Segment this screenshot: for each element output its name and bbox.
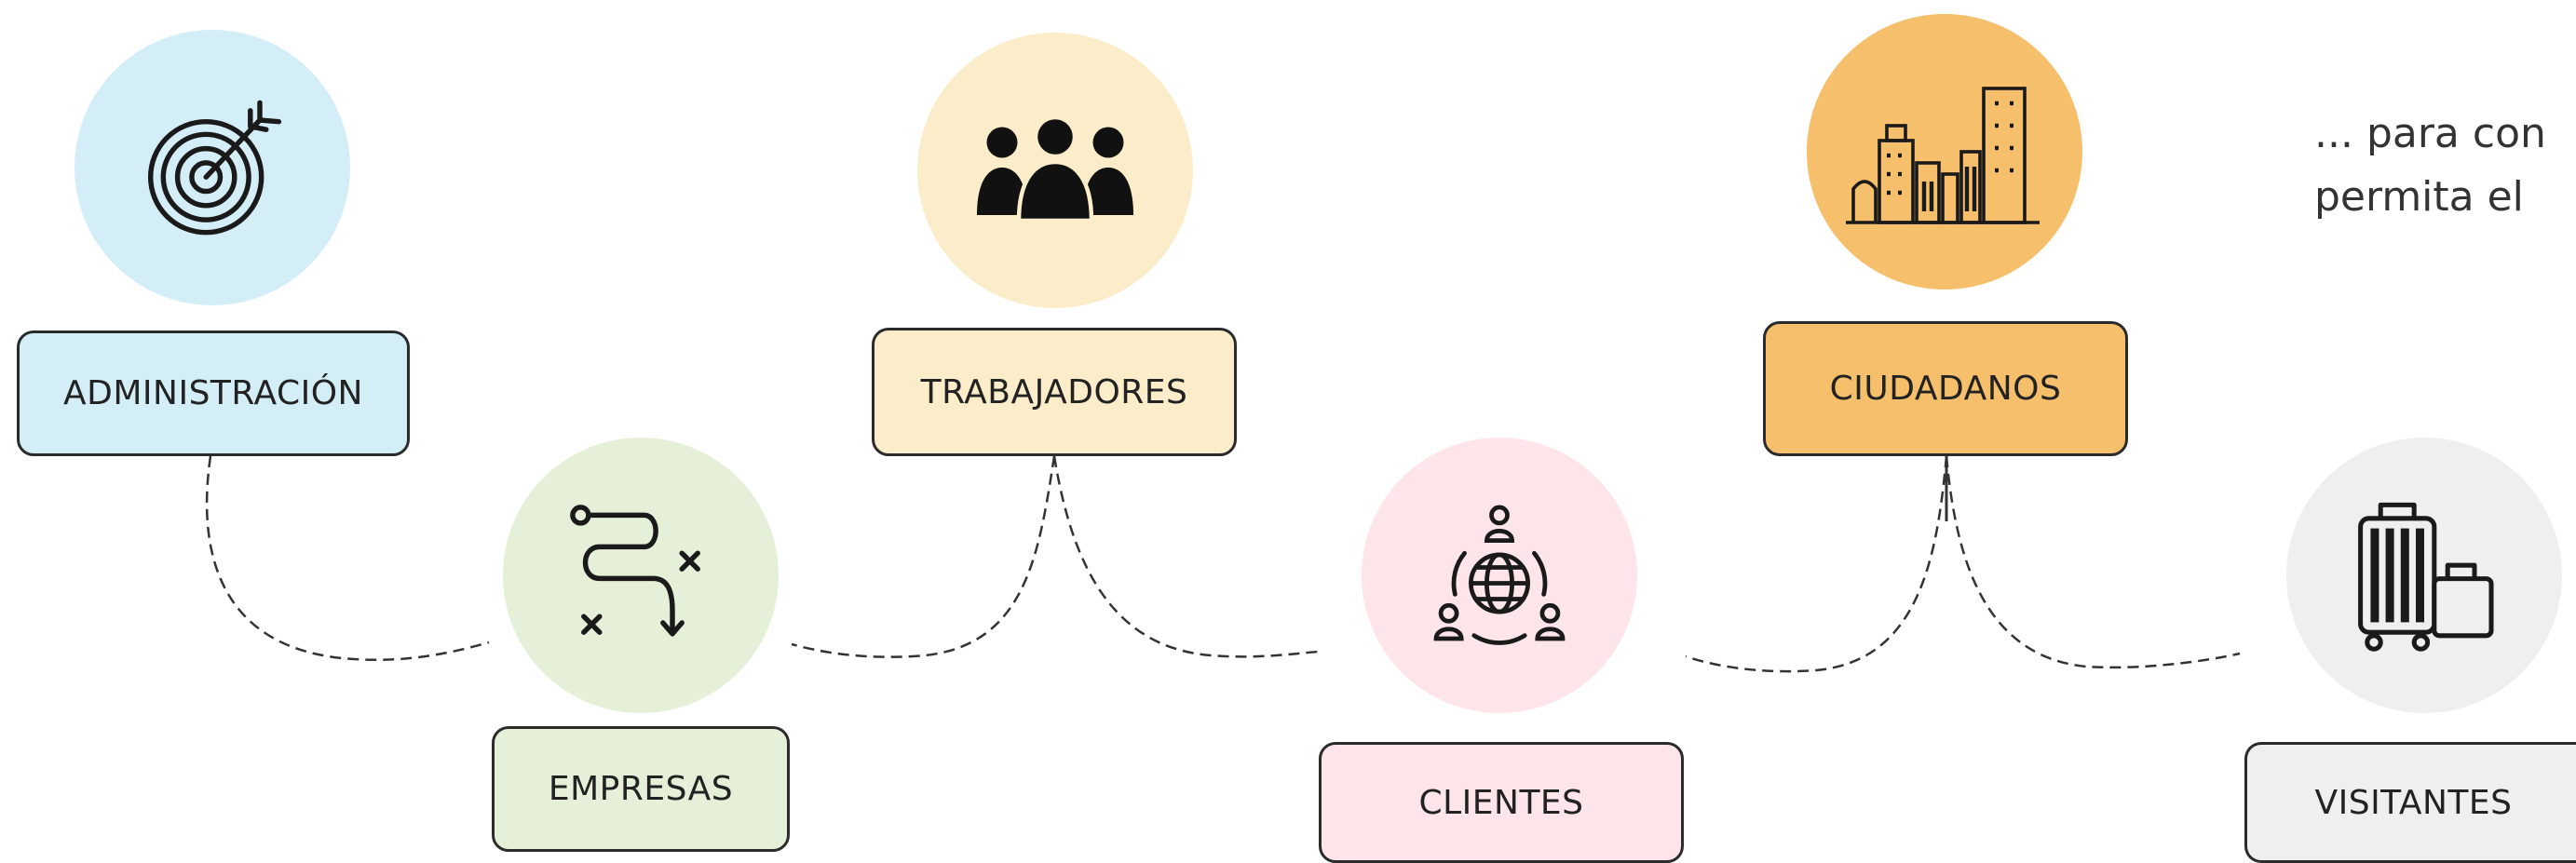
people-group-icon — [971, 115, 1139, 226]
administracion-box: ADMINISTRACIÓN — [17, 330, 410, 456]
city-buildings-icon — [1842, 77, 2047, 226]
clientes-label: CLIENTES — [1418, 783, 1584, 822]
clientes-box: CLIENTES — [1319, 742, 1684, 863]
connector-trabajadores-right — [1052, 455, 1319, 658]
route-map-icon — [562, 496, 720, 654]
ciudadanos-label: CIUDADANOS — [1829, 370, 2062, 408]
trabajadores-label: TRABAJADORES — [920, 372, 1188, 411]
intro-line-1: ... para con — [2314, 110, 2546, 157]
ciudadanos-box: CIUDADANOS — [1763, 321, 2128, 456]
empresas-box: EMPRESAS — [492, 726, 790, 852]
connector-trabajadores-left — [791, 455, 1056, 658]
ciudadanos-circle — [1807, 14, 2082, 290]
connector-administracion-empresas — [205, 455, 490, 662]
empresas-circle — [503, 438, 779, 713]
luggage-icon — [2340, 492, 2508, 659]
administracion-label: ADMINISTRACIÓN — [63, 374, 363, 412]
visitantes-circle — [2286, 438, 2562, 713]
trabajadores-box: TRABAJADORES — [872, 328, 1237, 456]
visitantes-box: VISITANTES — [2244, 742, 2576, 863]
global-network-icon — [1420, 496, 1579, 654]
connector-ciudadanos-left — [1685, 455, 1948, 673]
administracion-circle — [75, 30, 350, 305]
trabajadores-circle — [917, 33, 1193, 308]
connector-ciudadanos-right — [1945, 455, 2241, 669]
visitantes-label: VISITANTES — [2314, 783, 2513, 822]
intro-line-2: permita el — [2314, 173, 2524, 221]
intro-text: ... para con permita el — [2314, 102, 2576, 229]
empresas-label: EMPRESAS — [548, 770, 734, 808]
clientes-circle — [1362, 438, 1637, 713]
target-icon — [133, 88, 291, 247]
